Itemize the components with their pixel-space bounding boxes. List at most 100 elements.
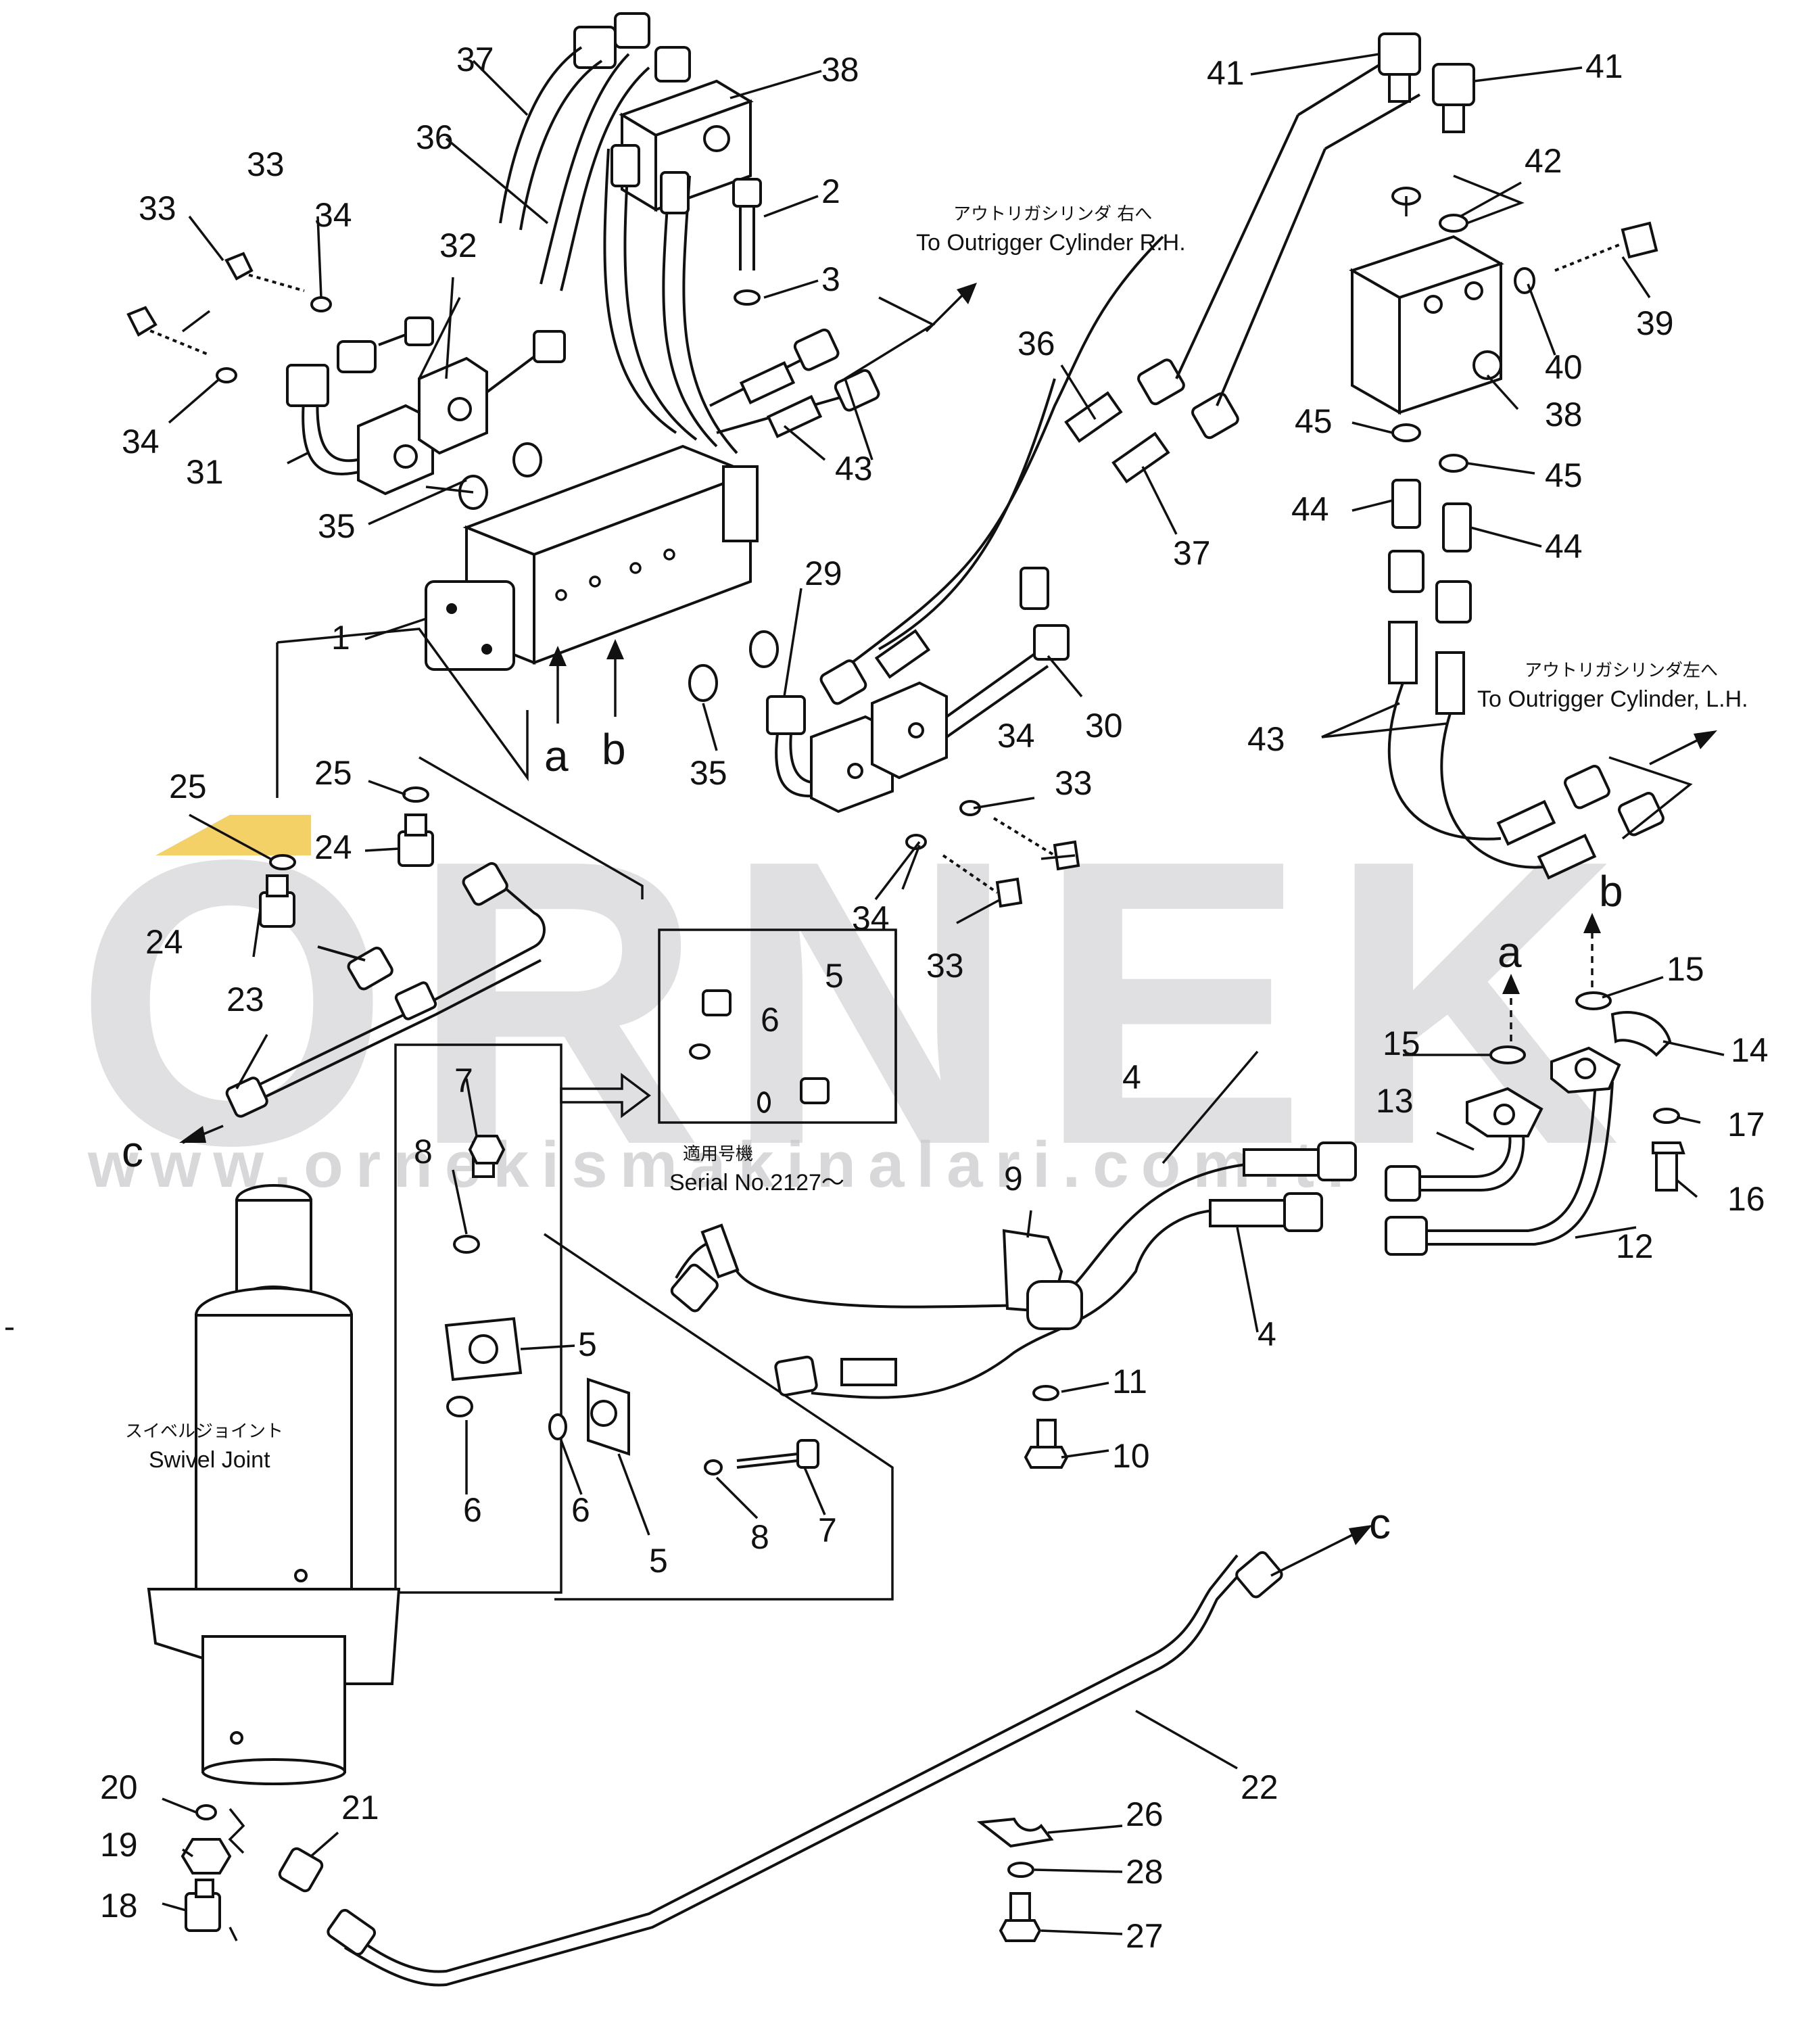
swivel-jp: スイベルジョイント [125,1421,283,1442]
part-label-6-lower: 6 [571,1491,590,1529]
fittings-18-21 [181,1804,324,1941]
part-label-27: 27 [1126,1917,1164,1955]
part-label-33-left: 33 [139,189,176,227]
part-label-21: 21 [341,1789,379,1826]
part-label-35-lower: 35 [690,754,727,792]
bolt-2 [732,178,762,306]
connection-b-lower: b [1599,867,1623,916]
block-5-assembly [444,1135,819,1476]
manifold-12-13 [1385,991,1685,1256]
part-label-6: 6 [463,1491,482,1529]
part-label-38-right: 38 [1545,396,1583,433]
connection-a-lower: a [1498,928,1522,976]
part-label-4-upper: 4 [1122,1058,1141,1096]
part-label-8: 8 [414,1133,433,1171]
part-label-18: 18 [100,1887,138,1925]
hose-4 [670,1141,1357,1399]
part-label-43-upper: 43 [835,450,873,488]
part-label-34-left: 34 [122,423,160,461]
part-label-1: 1 [331,619,350,657]
part-label-41-right: 41 [1585,47,1623,85]
part-label-14: 14 [1731,1031,1769,1069]
part-label-13: 13 [1376,1082,1414,1120]
part-label-34-right: 34 [997,717,1035,755]
part-label-22: 22 [1241,1768,1278,1806]
watermark-brand: ORNEK [74,776,1641,1229]
part-label-24-right: 24 [314,828,352,866]
swivel-joint [147,1184,401,1785]
part-label-7: 7 [454,1062,473,1100]
part-label-45-left: 45 [1295,402,1333,440]
serial-jp: 適用号機 [683,1144,753,1164]
connection-a-upper: a [544,732,569,780]
bolts-33-left [126,252,332,383]
hose-43-upper [709,328,880,438]
watermark-accent [155,815,311,855]
part-label-33-right: 33 [1055,764,1093,802]
part-label-33-top: 33 [247,145,285,183]
part-label-45-right: 45 [1545,456,1583,494]
part-label-20: 20 [100,1768,138,1806]
part-label-41-left: 41 [1207,54,1245,92]
connection-b-upper: b [602,725,626,774]
part-label-10: 10 [1112,1437,1150,1475]
part-label-29: 29 [805,555,842,592]
serial-en: Serial No.2127～ [669,1170,844,1196]
serial-detail-box [658,928,897,1124]
part-label-32: 32 [439,227,477,264]
part-label-36-left: 36 [416,118,454,156]
part-label-15-left: 15 [1383,1024,1420,1062]
part-label-16: 16 [1727,1180,1765,1218]
part-label-36-right: 36 [1017,325,1055,362]
part-label-5: 5 [578,1325,597,1363]
part-label-38-upper: 38 [821,51,859,89]
part-label-44-left: 44 [1291,490,1329,528]
hose-36-37 [819,60,1420,705]
detail-arrow [560,1072,651,1118]
part-label-40: 40 [1545,348,1583,386]
leader-lines [162,53,1725,1935]
part-label-8-lower: 8 [750,1518,769,1556]
hose-43-lower [1387,550,1665,880]
part-label-39: 39 [1636,304,1674,342]
outrigger-lh-en: To Outrigger Cylinder, L.H. [1477,686,1748,712]
part-label-25-left: 25 [169,768,207,805]
part-label-28: 28 [1126,1853,1164,1891]
part-label-17: 17 [1727,1106,1765,1143]
part-label-42: 42 [1525,142,1562,180]
clamp-26 [976,1817,1054,1942]
swivel-en: Swivel Joint [149,1447,270,1473]
control-valve [425,444,759,671]
part-label-4-lower: 4 [1258,1315,1276,1353]
part-label-34-lower: 34 [852,899,890,937]
clamp-9 [1002,1229,1083,1469]
part-label-12: 12 [1616,1227,1654,1265]
part-label-6-detail: 6 [761,1001,780,1039]
tube-31-assembly [286,297,566,496]
fittings-24-25 [259,786,434,928]
part-label-5-lower: 5 [649,1542,668,1580]
part-label-25-right: 25 [314,754,352,792]
part-label-33-lower: 33 [926,947,964,985]
part-label-37-right: 37 [1173,534,1211,572]
part-label-35-upper: 35 [318,507,356,545]
part-label-44-right: 44 [1545,527,1583,565]
tube-22 [327,1551,1283,1987]
part-label-43-lower: 43 [1247,720,1285,758]
part-label-23: 23 [226,981,264,1018]
part-label-19: 19 [100,1826,138,1864]
watermark: ORNEK www.ornekismakinalari.com.tr [74,776,1641,1229]
part-label-5-detail: 5 [825,957,844,995]
connection-c-right: c [1369,1499,1391,1548]
part-label-7-lower: 7 [818,1511,837,1549]
part-label-26: 26 [1126,1795,1164,1833]
tube-23 [225,862,546,1118]
outrigger-rh-jp: アウトリガシリンダ 右へ [953,204,1152,225]
part-label-15-right: 15 [1667,950,1704,988]
part-label-31: 31 [186,453,224,491]
part-label-34-top: 34 [314,196,352,234]
part-label-3: 3 [821,260,840,298]
part-label-9: 9 [1004,1160,1023,1198]
part-label-37-left: 37 [456,41,494,78]
